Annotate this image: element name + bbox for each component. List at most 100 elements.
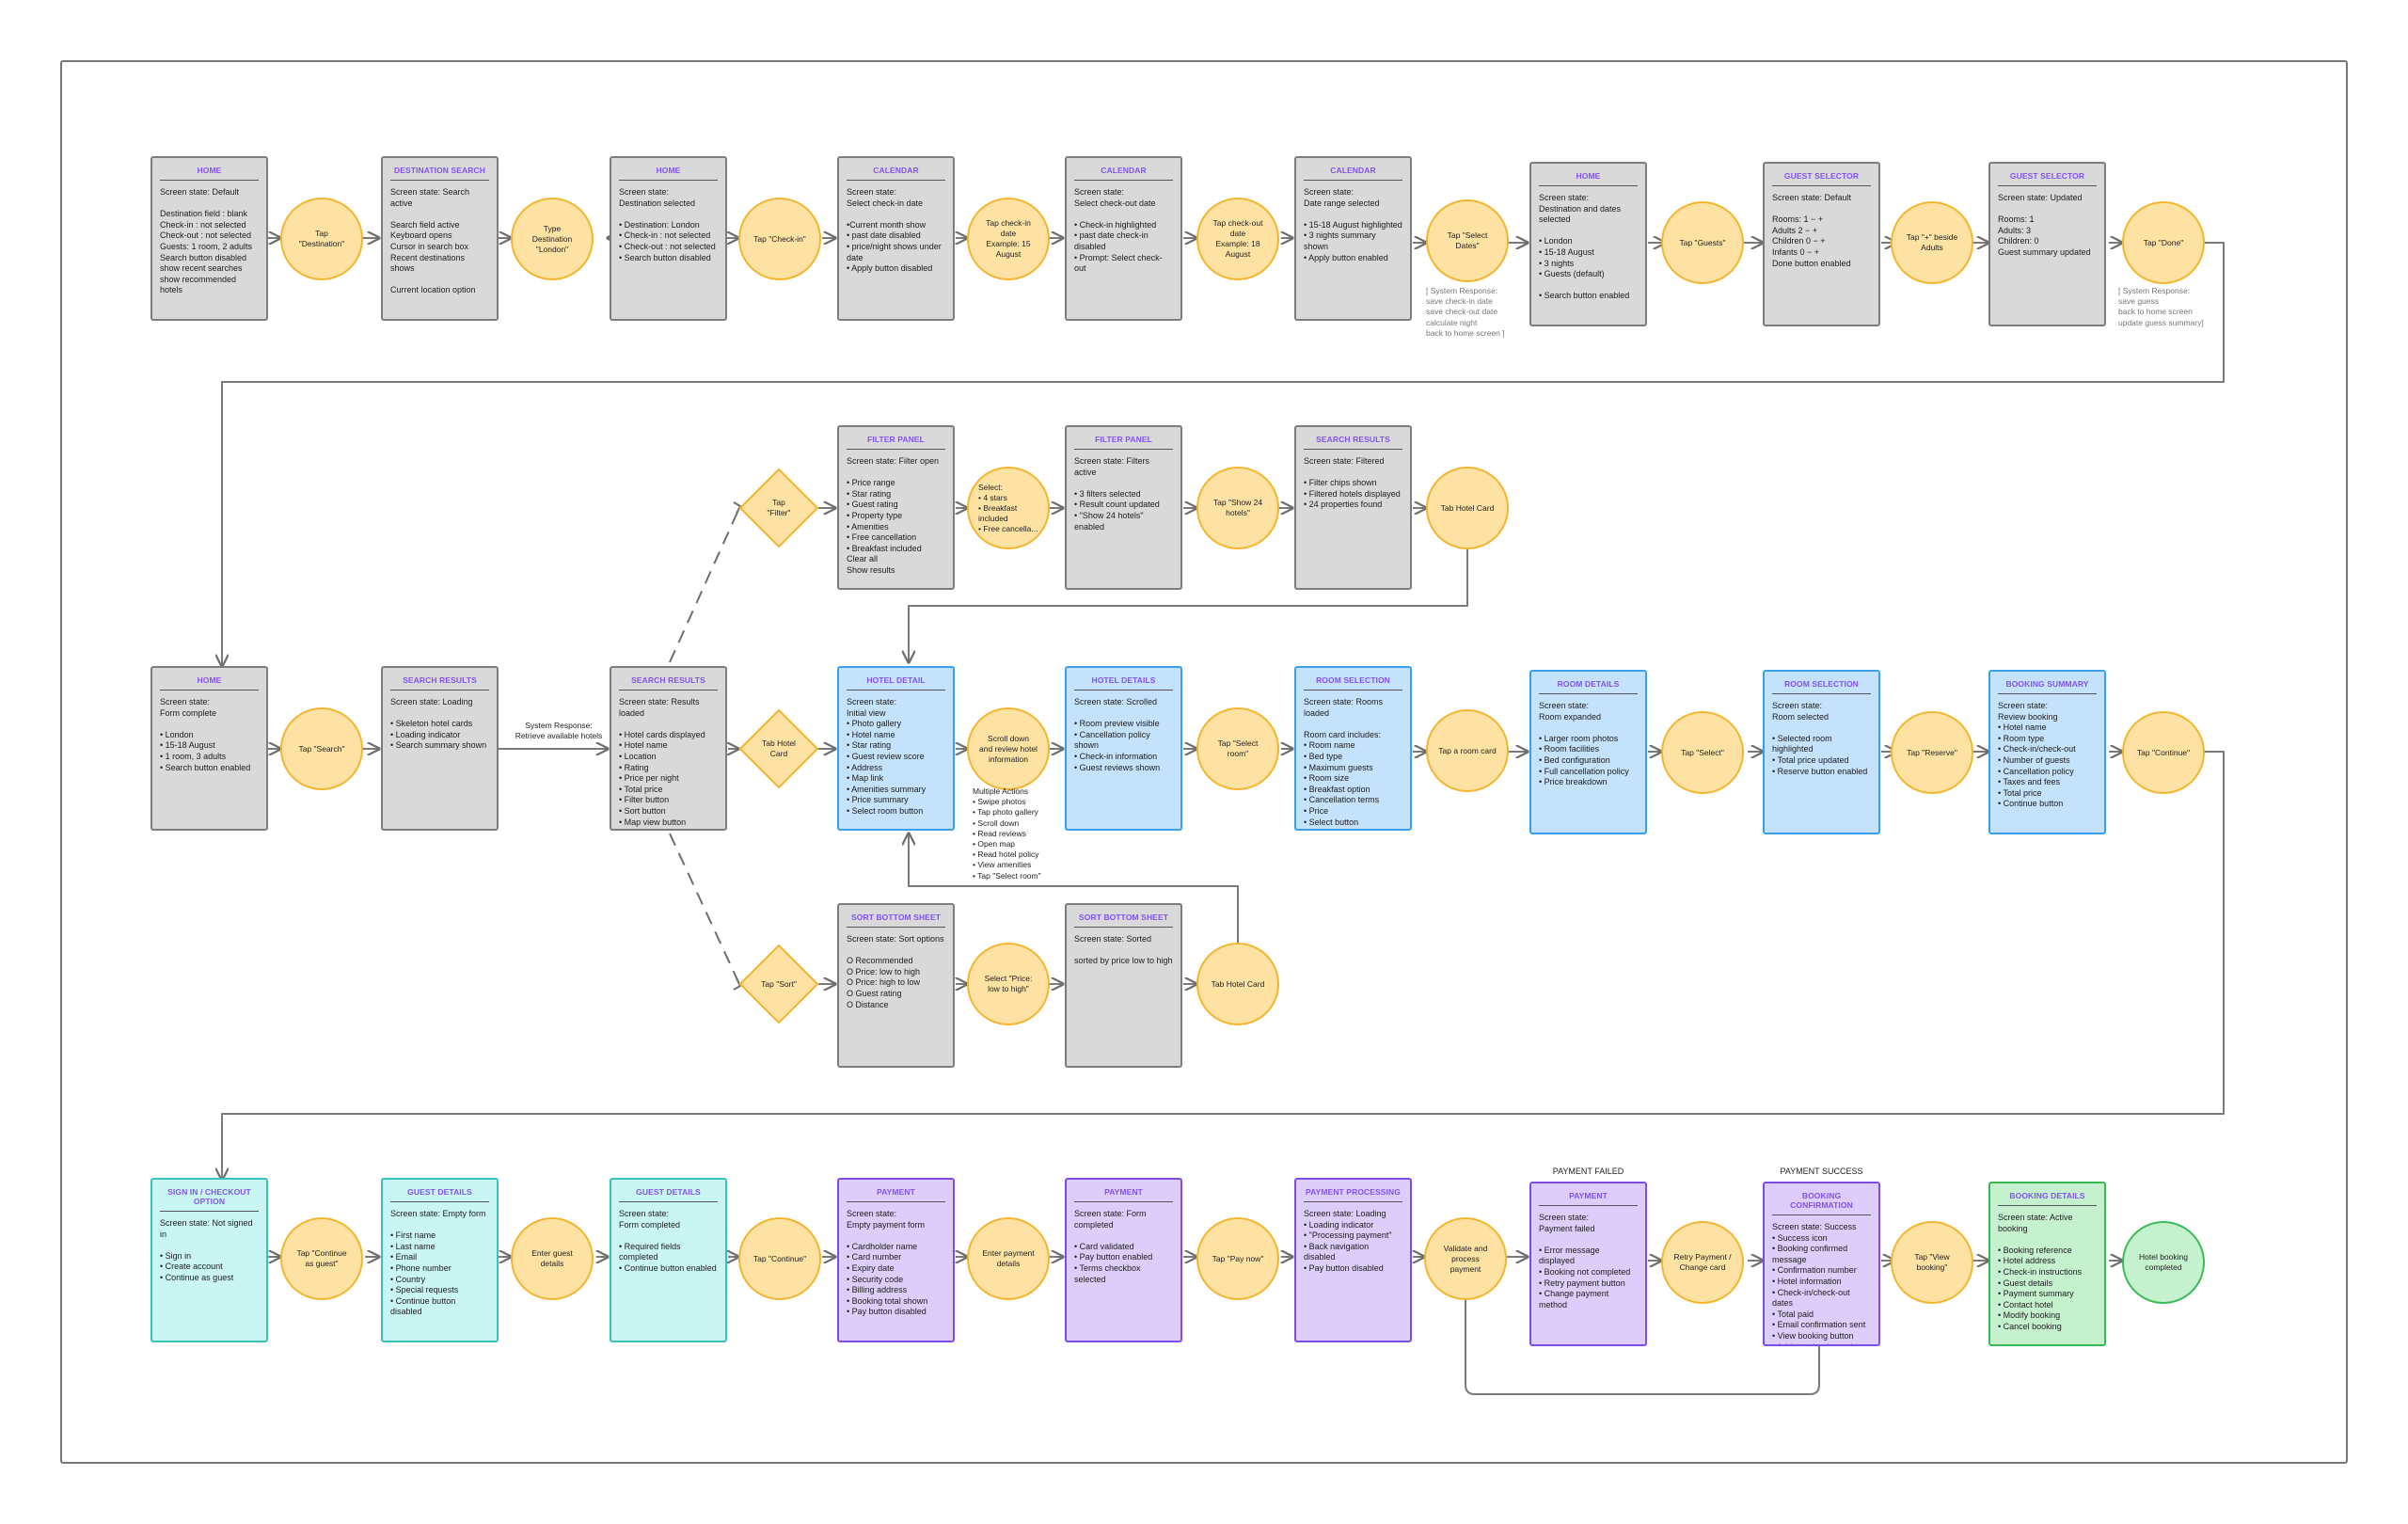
screen-search-results-loaded: SEARCH RESULTS Screen state: Results load… [610,666,727,831]
screen-title: HOME [1539,171,1638,186]
screen-state: Screen state: Form completed • Card vali… [1074,1209,1153,1284]
screen-state: Screen state: Empty form • First name • … [390,1209,486,1317]
screen-title: DESTINATION SEARCH [390,166,489,181]
action-tap-select-dates: Tap "Select Dates" [1426,199,1509,282]
action-tap-check-out-date: Tap check-out date Example: 18 August [1196,198,1279,280]
screen-title: SEARCH RESULTS [390,675,489,691]
screen-payment-complete: PAYMENT Screen state: Form completed • Ca… [1065,1178,1182,1342]
screen-guest-selector-default: GUEST SELECTOR Screen state: Default Room… [1763,162,1880,326]
screen-title: FILTER PANEL [847,435,945,450]
action-tap-room-card: Tap a room card [1426,709,1509,792]
screen-title: HOME [160,675,259,691]
screen-hotel-details-scrolled: HOTEL DETAILS Screen state: Scrolled • Ro… [1065,666,1182,831]
diagram-frame [60,60,2348,1464]
screen-state: Screen state: Destination selected • Des… [619,187,716,262]
screen-state: Screen state: Rooms loaded Room card inc… [1304,697,1384,827]
action-select-filters: Select: • 4 stars • Breakfast included •… [967,467,1050,549]
payment-failed-label: PAYMENT FAILED [1552,1167,1624,1176]
action-tap-reserve: Tap "Reserve" [1891,711,1973,794]
screen-title: PAYMENT [1539,1191,1638,1206]
screen-state: Screen state: Initial view • Photo galle… [847,697,927,816]
decision-label: Tab Hotel Card [762,738,796,758]
screen-room-details: ROOM DETAILS Screen state: Room expanded … [1529,670,1647,834]
screen-state: Screen state: Scrolled • Room preview vi… [1074,697,1161,772]
screen-state: Screen state: Destination and dates sele… [1539,193,1630,301]
screen-title: HOME [160,166,259,181]
screen-state: Screen state: Results loaded • Hotel car… [619,697,705,827]
screen-title: SEARCH RESULTS [619,675,718,691]
screen-state: Screen state: Default Rooms: 1 − + Adult… [1772,193,1852,268]
screen-title: SEARCH RESULTS [1304,435,1402,450]
screen-title: GUEST SELECTOR [1772,171,1871,186]
multiple-actions-note: Multiple Actions • Swipe photos • Tap ph… [973,786,1041,881]
action-tap-select: Tap "Select" [1661,711,1744,794]
screen-state: Screen state: Loading • Skeleton hotel c… [390,697,487,751]
screen-state: Screen state: Select check-out date • Ch… [1074,187,1163,274]
screen-state: Screen state: Loading • Loading indicato… [1304,1209,1392,1273]
screen-title: CALENDAR [1304,166,1402,181]
screen-state: Screen state: Success • Success icon • B… [1772,1222,1866,1344]
screen-state: Screen state: Active booking • Booking r… [1998,1213,2083,1331]
action-tap-destination: Tap "Destination" [280,198,363,280]
screen-title: ROOM SELECTION [1304,675,1402,691]
screen-search-results-loading: SEARCH RESULTS Screen state: Loading • Sk… [381,666,499,831]
screen-title: HOTEL DETAIL [847,675,945,691]
action-tab-hotel-card: Tab Hotel Card [1426,467,1509,549]
screen-title: CALENDAR [1074,166,1173,181]
screen-title: HOME [619,166,718,181]
action-tap-view-booking: Tap "View booking" [1891,1221,1973,1304]
screen-hotel-detail: HOTEL DETAIL Screen state: Initial view •… [837,666,955,831]
action-tap-continue: Tap "Continue" [2122,711,2205,794]
screen-state: Screen state: Not signed in • Sign in • … [160,1218,253,1282]
action-tap-done: Tap "Done" [2122,201,2205,284]
action-tap-guests: Tap "Guests" [1661,201,1744,284]
screen-title: SIGN IN / CHECKOUT OPTION [160,1187,259,1212]
action-tap-check-in: Tap "Check-in" [738,198,821,280]
screen-title: PAYMENT [847,1187,945,1202]
screen-state: Screen state: Room selected • Selected r… [1772,701,1868,776]
payment-success-label: PAYMENT SUCCESS [1780,1167,1863,1176]
decision-label: Tap "Sort" [761,978,797,989]
screen-title: PAYMENT [1074,1187,1173,1202]
action-validate-payment: Validate and process payment [1424,1217,1507,1300]
action-enter-guest-details: Enter guest details [511,1217,594,1300]
action-retry-payment: Retry Payment / Change card [1661,1221,1744,1304]
action-select-price-low-high: Select "Price: low to high" [967,943,1050,1025]
screen-title: BOOKING CONFIRMATION [1772,1191,1871,1215]
screen-state: Screen state: Filtered • Filter chips sh… [1304,456,1401,510]
decision-label: Tap "Filter" [767,498,791,517]
action-tap-continue-guest: Tap "Continue" [738,1217,821,1300]
screen-state: Screen state: Updated Rooms: 1 Adults: 3… [1998,193,2091,257]
screen-title: CALENDAR [847,166,945,181]
screen-title: PAYMENT PROCESSING [1304,1187,1402,1202]
screen-state: Screen state: Sort options O Recommended… [847,934,944,1009]
action-type-destination: Type Destination "London" [511,198,594,280]
action-tab-hotel-card-sorted: Tab Hotel Card [1196,943,1279,1025]
screen-calendar-check-out: CALENDAR Screen state: Select check-out d… [1065,156,1182,321]
screen-title: HOTEL DETAILS [1074,675,1173,691]
action-tap-show-hotels: Tap "Show 24 hotels" [1196,467,1279,549]
screen-home-dates: HOME Screen state: Destination and dates … [1529,162,1647,326]
end-hotel-booking-completed: Hotel booking completed [2122,1221,2205,1304]
screen-state: Screen state: Room expanded • Larger roo… [1539,701,1629,787]
decision-tap-sort: Tap "Sort" [738,944,819,1024]
action-tap-search: Tap "Search" [280,707,363,790]
action-enter-payment-details: Enter payment details [967,1217,1050,1300]
screen-title: BOOKING SUMMARY [1998,679,2097,694]
action-tap-select-room: Tap "Select room" [1196,707,1279,790]
screen-title: ROOM DETAILS [1539,679,1638,694]
decision-tab-hotel-card: Tab Hotel Card [738,708,819,789]
system-response-guests: [ System Response: save guess back to ho… [2118,286,2204,327]
